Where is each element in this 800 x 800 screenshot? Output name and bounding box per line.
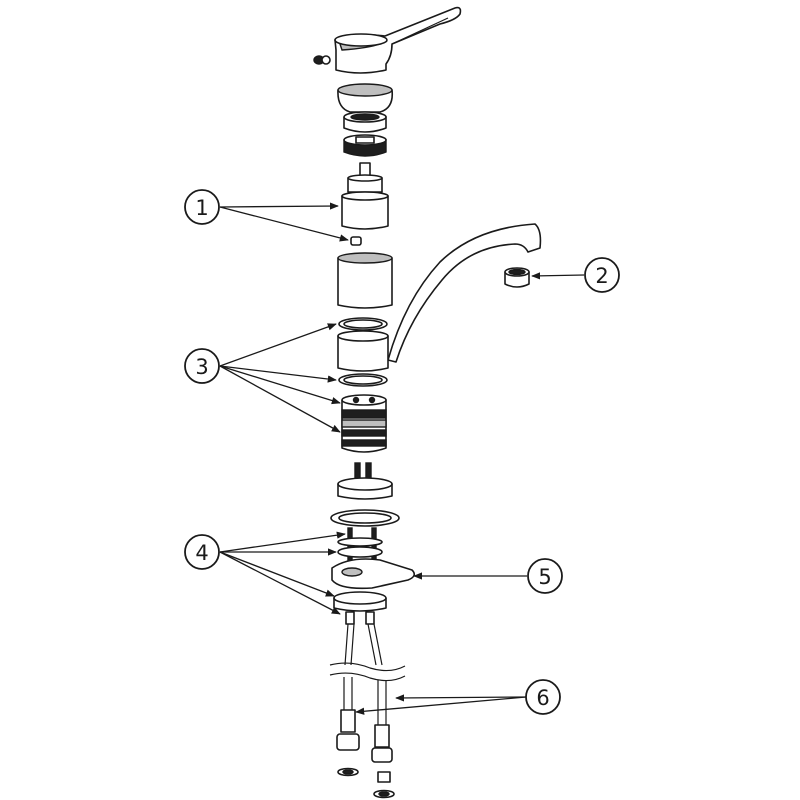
cartridge: [341, 162, 389, 230]
callout-4: 4: [184, 534, 220, 570]
clamp-plate: [331, 558, 416, 590]
callout-3: 3: [184, 348, 220, 384]
leader-4d: [219, 551, 341, 615]
leader-4a: [219, 531, 346, 553]
leader-4c: [219, 551, 335, 597]
leader-2: [531, 272, 585, 280]
callout-1-number: 1: [195, 196, 208, 220]
set-screw: [313, 55, 331, 65]
leader-3d: [219, 365, 341, 433]
aerator: [504, 267, 530, 288]
callout-5-number: 5: [538, 565, 551, 589]
callout-6: 6: [525, 679, 561, 715]
retaining-nut: [343, 111, 387, 133]
callout-2: 2: [584, 257, 620, 293]
leader-3c: [219, 365, 341, 405]
leader-3a: [219, 323, 337, 367]
lever-handle: [334, 6, 462, 74]
callout-6-number: 6: [536, 686, 549, 710]
lower-o-ring: [338, 373, 388, 387]
leader-3b: [219, 365, 337, 383]
leader-6a: [395, 694, 527, 702]
dark-ring-nut: [343, 134, 387, 157]
dome-cap: [337, 83, 394, 113]
mounting-studs: [337, 527, 383, 569]
callout-5: 5: [527, 558, 563, 594]
callout-3-number: 3: [195, 355, 208, 379]
spout-collar: [337, 330, 389, 372]
valve-body: [341, 394, 387, 453]
sleeve: [337, 252, 393, 309]
callout-1: 1: [184, 189, 220, 225]
leader-1a: [219, 202, 339, 210]
mounting-gasket: [330, 509, 400, 527]
fixing-nut: [333, 591, 387, 612]
leader-lines: [219, 202, 585, 715]
leader-6b: [355, 696, 527, 715]
upper-o-ring: [338, 317, 388, 331]
small-seal: [350, 236, 362, 246]
callout-2-number: 2: [595, 264, 608, 288]
callout-4-number: 4: [195, 541, 208, 565]
supply-hoses: [329, 611, 406, 799]
spout: [387, 223, 542, 363]
base-mount: [337, 462, 393, 500]
leader-1b: [219, 206, 349, 242]
